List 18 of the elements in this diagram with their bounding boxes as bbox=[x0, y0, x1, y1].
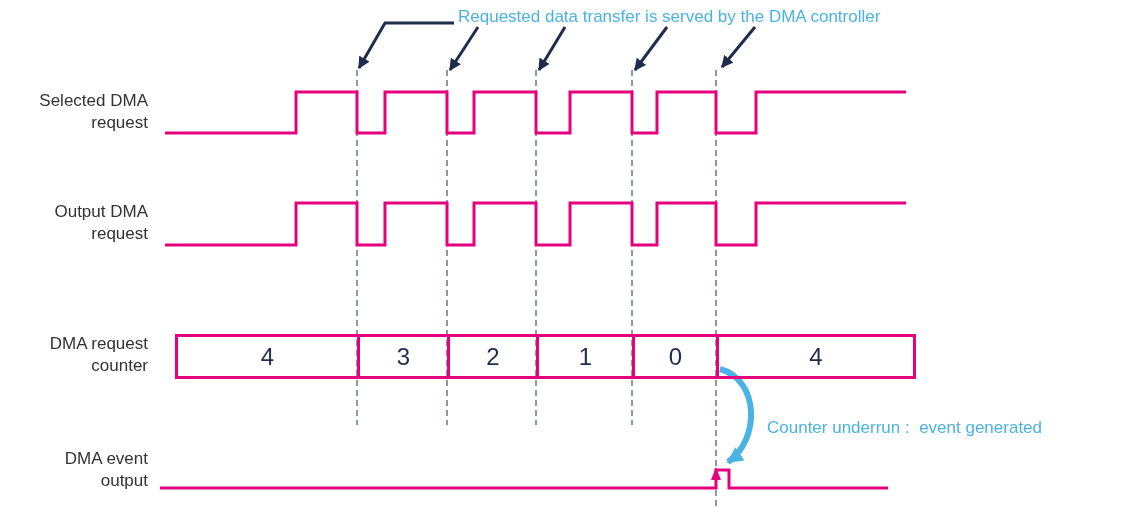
edge-label: Counter underrun : event generated bbox=[767, 418, 1043, 438]
callout-text: Requested data transfer is served by the DMA controller bbox=[458, 7, 881, 27]
counter-cell: 0 bbox=[632, 334, 719, 379]
leader-arrow bbox=[537, 26, 567, 72]
leader-arrow bbox=[720, 26, 757, 68]
counter-cell: 1 bbox=[536, 334, 635, 379]
counter-cell: 2 bbox=[447, 334, 539, 379]
signal-name: Output DMA request bbox=[53, 201, 148, 245]
curved-arrow bbox=[718, 366, 754, 465]
signal-name: Selected DMA request bbox=[38, 90, 148, 134]
signal-name: DMA event output bbox=[63, 448, 148, 492]
counter-cell: 4 bbox=[716, 334, 916, 379]
leader-arrow bbox=[357, 21, 454, 70]
signal-name: DMA request counter bbox=[48, 333, 148, 377]
counter-cell: 3 bbox=[357, 334, 450, 379]
leader-arrow bbox=[448, 26, 480, 71]
leader-arrow bbox=[633, 26, 669, 71]
counter-cell: 4 bbox=[175, 334, 360, 379]
